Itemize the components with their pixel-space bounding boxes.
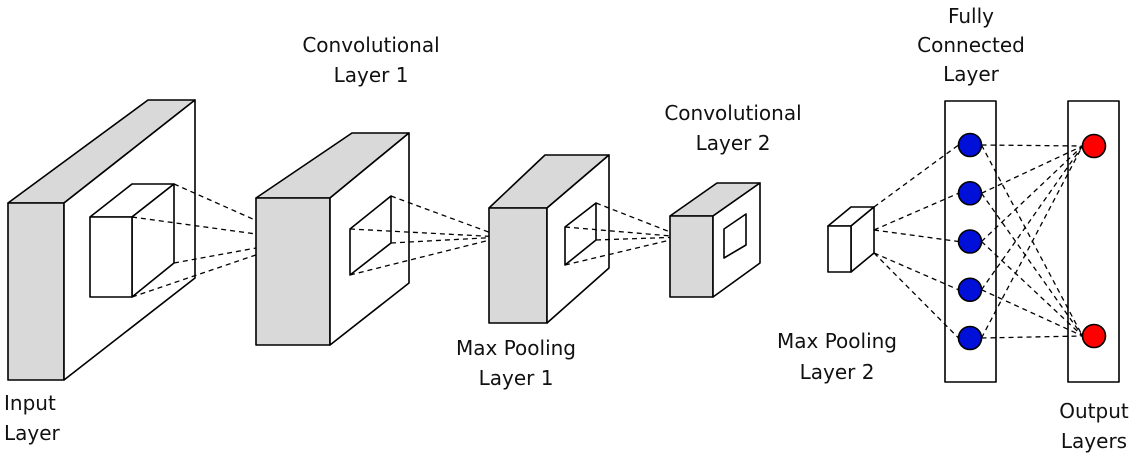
label-conv-layer-2: Convolutional Layer 2	[664, 101, 801, 155]
connection-fc-4-to-output-2	[981, 289, 1083, 337]
fc-node-4	[957, 277, 983, 303]
label-max-pool-2-line2: Layer 2	[800, 360, 875, 384]
input-layer-side	[7, 202, 65, 381]
label-conv-layer-1-line1: Convolutional	[302, 33, 439, 57]
pool1-side	[488, 207, 548, 324]
conv2-side	[669, 215, 714, 298]
label-input-layer: Input Layer	[4, 391, 61, 445]
input-filter-cube-front	[89, 216, 133, 298]
fc-node-3	[957, 229, 983, 254]
connection-fc-5-to-output-1	[980, 145, 1084, 339]
input-layer-block	[7, 99, 196, 381]
output-layer-frame	[1067, 100, 1120, 383]
label-fully-connected: Fully Connected Layer	[917, 4, 1025, 86]
output-node-2	[1081, 323, 1107, 349]
fc-layer-frame	[944, 100, 997, 383]
label-conv-layer-2-line2: Layer 2	[696, 131, 771, 155]
label-max-pool-1-line2: Layer 1	[479, 366, 554, 390]
label-conv-layer-2-line1: Convolutional	[664, 101, 801, 125]
label-output-layers-line1: Output	[1059, 399, 1129, 423]
fc-node-1	[957, 132, 983, 158]
label-output-layers: Output Layers	[1059, 399, 1129, 453]
max-pool-1-block	[488, 154, 610, 324]
connection-fc-1-to-output-2	[980, 144, 1084, 337]
output-layer-block	[1067, 100, 1120, 383]
label-max-pool-1: Max Pooling Layer 1	[456, 336, 576, 390]
output-node-group	[1081, 133, 1107, 349]
label-input-layer-line1: Input	[4, 391, 56, 415]
label-output-layers-line2: Layers	[1061, 429, 1127, 453]
fully-connected-layer-block	[944, 100, 997, 383]
max-pool-2-block	[827, 206, 875, 273]
label-max-pool-1-line1: Max Pooling	[456, 336, 576, 360]
pool2-front	[827, 225, 852, 273]
fc-node-group	[957, 132, 983, 351]
conv1-side	[255, 197, 331, 346]
connection-fc-5-to-output-2	[981, 335, 1083, 339]
label-conv-layer-1: Convolutional Layer 1	[302, 33, 439, 87]
label-conv-layer-1-line2: Layer 1	[334, 63, 409, 87]
connection-pool2-to-fc-2	[873, 192, 959, 231]
label-input-layer-line2: Layer	[4, 421, 61, 445]
label-fully-connected-line3: Layer	[943, 62, 1000, 86]
connections-conv1-to-pool1	[349, 195, 503, 276]
label-fully-connected-line1: Fully	[948, 4, 994, 28]
conv2-feature-window	[723, 213, 747, 259]
fc-node-5	[957, 325, 983, 351]
conv-layer-1-block	[255, 132, 410, 346]
conv-layer-2-block	[669, 182, 761, 298]
connection-fc-2-to-output-2	[980, 192, 1084, 337]
label-max-pool-2-line1: Max Pooling	[777, 329, 897, 353]
connection-fc-2-to-output-1	[981, 145, 1083, 194]
connection-pool2-to-fc-4	[873, 252, 959, 291]
output-node-1	[1081, 133, 1107, 159]
label-fully-connected-line2: Connected	[917, 33, 1025, 57]
connections-fc-to-output	[980, 144, 1084, 339]
connections-pool1-to-conv2	[564, 202, 684, 266]
connection-pool2-to-fc-3	[873, 229, 959, 243]
connection-fc-4-to-output-1	[980, 145, 1084, 291]
connection-pool2-to-fc-5	[873, 252, 959, 339]
connection-pool2-to-fc-1	[873, 144, 959, 208]
label-max-pool-2: Max Pooling Layer 2	[777, 329, 897, 384]
connection-fc-1-to-output-1	[981, 144, 1083, 147]
fc-node-2	[957, 180, 983, 206]
connections-pool2-to-fc	[873, 144, 959, 339]
